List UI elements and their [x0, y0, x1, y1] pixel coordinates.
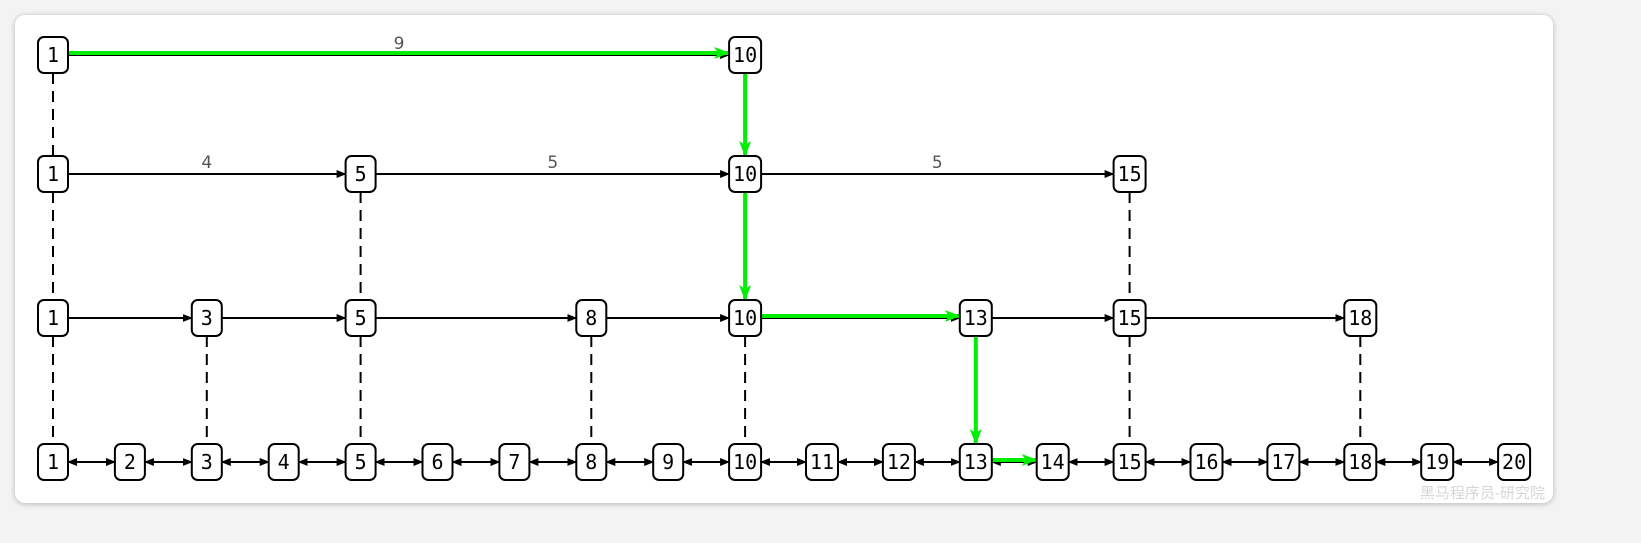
node-box	[575, 299, 608, 337]
node-value: 9	[662, 450, 674, 474]
node-box	[113, 443, 146, 481]
node-value: 13	[964, 306, 988, 330]
node-value: 18	[1348, 306, 1372, 330]
node-box	[1189, 443, 1224, 481]
node-value: 8	[585, 306, 597, 330]
node-box	[344, 155, 377, 193]
node-value: 1	[47, 162, 59, 186]
node-box	[37, 299, 69, 337]
node-box	[728, 36, 763, 74]
node-box	[1343, 299, 1378, 337]
edge-weight-label: 5	[547, 153, 558, 173]
node-box	[1343, 443, 1378, 481]
node-value: 1	[47, 450, 59, 474]
node-value: 15	[1118, 450, 1142, 474]
node-box	[1035, 443, 1070, 481]
node-value: 1	[47, 43, 59, 67]
node-box	[805, 443, 839, 481]
node-box	[37, 155, 69, 193]
node-box	[344, 443, 377, 481]
node-value: 10	[733, 43, 757, 67]
node-box	[267, 443, 300, 481]
node-value: 20	[1502, 450, 1526, 474]
node-box	[1112, 443, 1147, 481]
node-value: 5	[355, 306, 367, 330]
node-value: 10	[733, 162, 757, 186]
node-value: 8	[585, 450, 597, 474]
edge-weight-label: 9	[394, 34, 405, 54]
node-box	[575, 443, 608, 481]
node-value: 15	[1118, 306, 1142, 330]
edge-weight-label: 4	[201, 153, 212, 173]
node-value: 3	[201, 450, 213, 474]
node-value: 15	[1118, 162, 1142, 186]
node-value: 14	[1041, 450, 1065, 474]
node-value: 19	[1425, 450, 1449, 474]
node-box	[881, 443, 916, 481]
node-value: 6	[431, 450, 443, 474]
node-box	[344, 299, 377, 337]
node-box	[1266, 443, 1301, 481]
node-value: 16	[1194, 450, 1218, 474]
node-value: 11	[810, 450, 834, 474]
node-value: 5	[355, 450, 367, 474]
node-box	[421, 443, 454, 481]
node-value: 18	[1348, 450, 1372, 474]
node-box	[190, 443, 223, 481]
node-box	[728, 299, 763, 337]
node-box	[728, 443, 763, 481]
watermark: 黑马程序员-研究院	[1419, 484, 1545, 502]
node-box	[1112, 299, 1147, 337]
node-value: 10	[733, 306, 757, 330]
node-value: 7	[508, 450, 520, 474]
node-box	[958, 299, 993, 337]
node-box	[498, 443, 531, 481]
node-box	[1497, 443, 1532, 481]
node-value: 4	[278, 450, 290, 474]
node-value: 17	[1271, 450, 1295, 474]
node-value: 1	[47, 306, 59, 330]
node-value: 10	[733, 450, 757, 474]
node-box	[37, 36, 69, 74]
node-value: 5	[355, 162, 367, 186]
node-box	[958, 443, 993, 481]
edge-weight-label: 5	[932, 153, 943, 173]
node-box	[728, 155, 763, 193]
node-value: 13	[964, 450, 988, 474]
node-box	[652, 443, 685, 481]
node-value: 12	[887, 450, 911, 474]
diagram-card	[15, 15, 1553, 503]
node-box	[1112, 155, 1147, 193]
node-box	[190, 299, 223, 337]
node-box	[37, 443, 69, 481]
node-value: 2	[124, 450, 136, 474]
node-box	[1420, 443, 1455, 481]
node-value: 3	[201, 306, 213, 330]
